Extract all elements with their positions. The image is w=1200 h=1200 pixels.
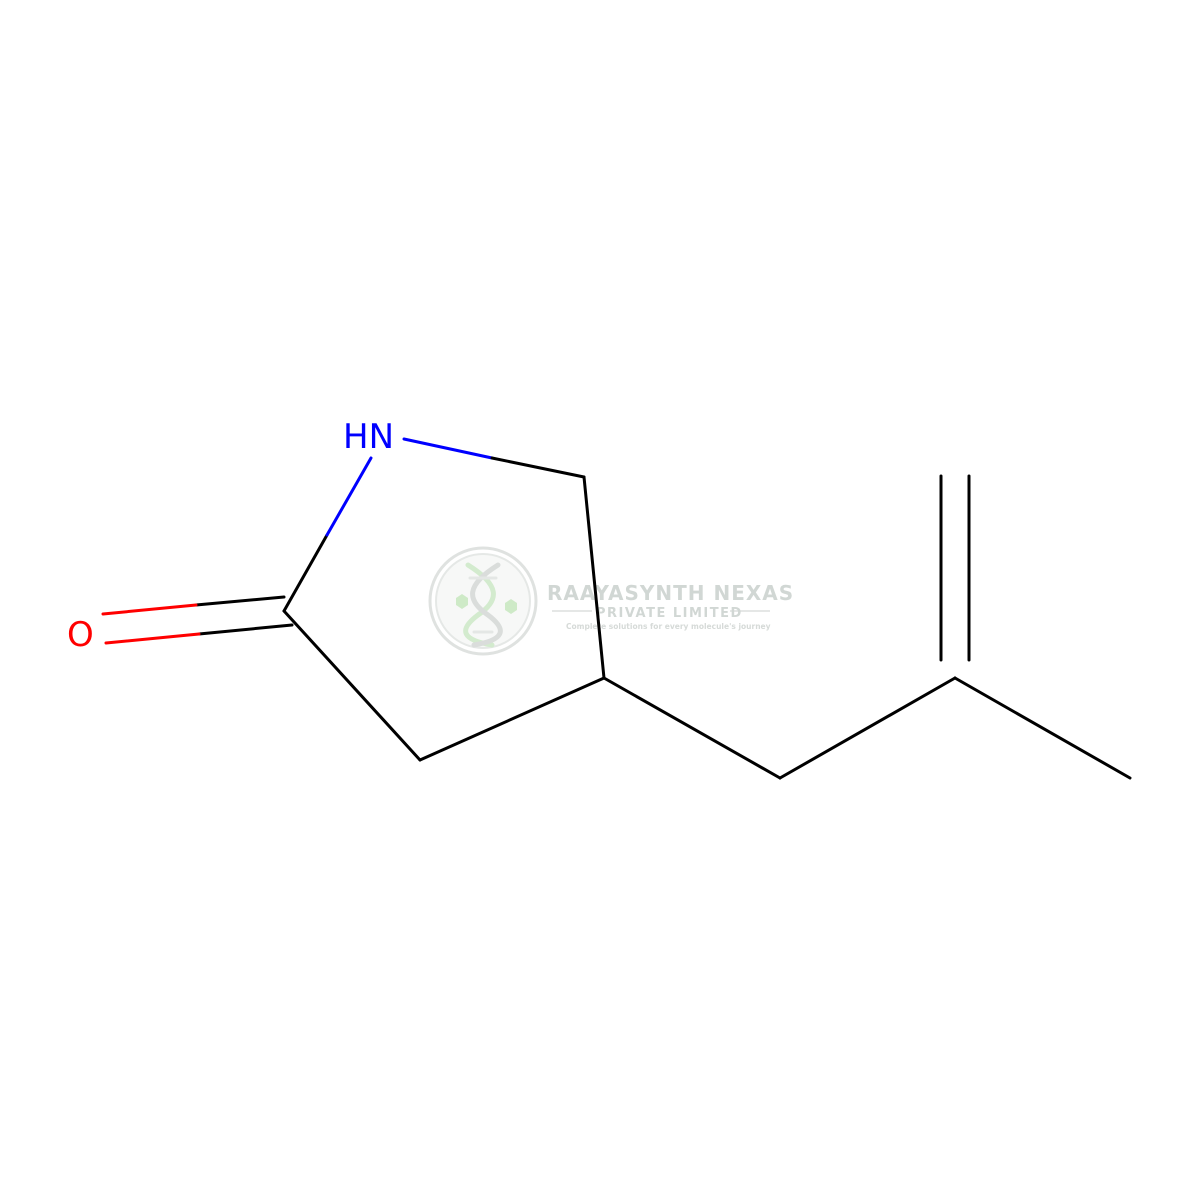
bond-c-o-double-2-black [197, 623, 294, 636]
bond-c-o-double-2-red [104, 632, 201, 645]
bond-c4-c3 [418, 676, 606, 762]
atom-label-oxygen: O [67, 615, 94, 655]
atom-labels: HN O [67, 417, 394, 655]
bond-ch2-calkene [778, 676, 957, 780]
watermark-tagline: Complete solutions for every molecule's … [566, 622, 771, 631]
bond-c2-n-blue [325, 456, 373, 537]
watermark-logo-inner-ring [435, 553, 531, 649]
bond-n-c5-black [490, 456, 586, 479]
bond-c2-n-black [282, 533, 329, 613]
dna-helix-icon [456, 562, 517, 648]
bond-c-o-double-1-red [101, 603, 198, 616]
bonds [101, 437, 1132, 780]
bond-n-c5-blue [402, 437, 494, 460]
atom-label-nitrogen: HN [343, 417, 394, 457]
bond-c3-c2 [282, 609, 422, 762]
bond-c5-c4 [582, 475, 606, 680]
watermark: RAAYASYNTH NEXAS PRIVATE LIMITED Complet… [428, 546, 794, 656]
watermark-company-name: RAAYASYNTH NEXAS [547, 581, 794, 605]
bond-c4-ch2 [602, 676, 782, 780]
watermark-logo-outer-ring [428, 546, 538, 656]
watermark-company-type: PRIVATE LIMITED [596, 606, 743, 621]
bond-c-o-double-1-black [194, 595, 286, 607]
bond-calkene-ch3 [953, 676, 1132, 780]
